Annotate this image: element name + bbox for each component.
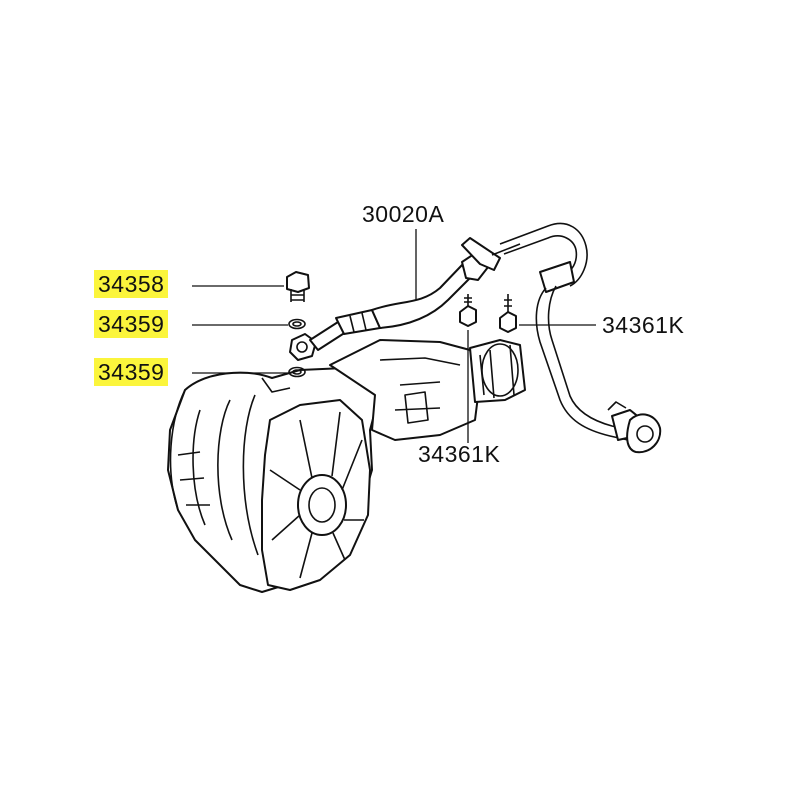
label-34359-upper: 34359 bbox=[94, 310, 169, 338]
label-34361k-right: 34361K bbox=[602, 312, 685, 338]
transfer-case bbox=[167, 339, 526, 593]
label-34358: 34358 bbox=[94, 270, 169, 298]
leader-lines bbox=[192, 229, 596, 443]
small-parts bbox=[286, 271, 517, 378]
label-34359-lower: 34359 bbox=[94, 358, 169, 386]
label-34361k-center: 34361K bbox=[418, 441, 501, 467]
breather-hose bbox=[289, 222, 662, 454]
label-30020a: 30020A bbox=[362, 201, 445, 227]
